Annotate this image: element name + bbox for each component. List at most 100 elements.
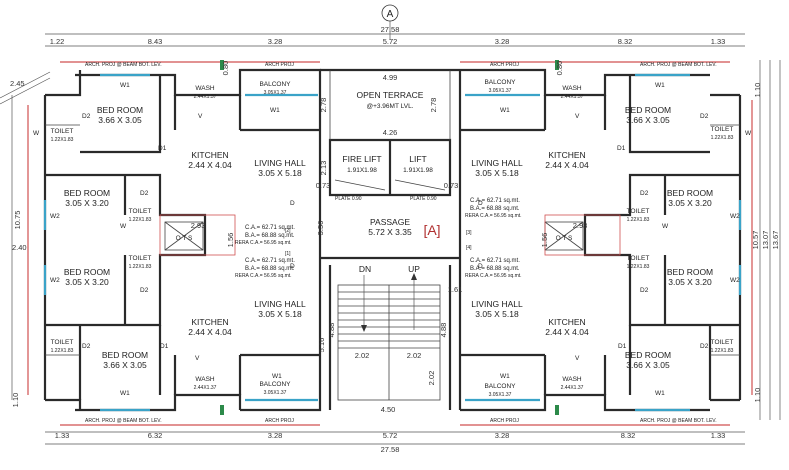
dim-label: 4.99 [383, 73, 398, 82]
plate-note: ARCH PROJ [490, 62, 519, 68]
room-label: BALCONY [259, 81, 291, 88]
window-tag: W1 [272, 373, 282, 380]
dim-label: 0.80 [555, 61, 564, 76]
window-tag: W1 [270, 107, 280, 114]
room-label: LIVING HALL [254, 158, 306, 168]
room-label: TOILET [711, 126, 734, 133]
windows [43, 73, 742, 412]
area-rera: RERA C.A.= 56.95 sq.mt. [465, 213, 522, 219]
area-ca: C.A.= 62.71 sq.mt. [470, 258, 520, 264]
stair-down-label: DN [359, 264, 371, 274]
dim-label: 10.57 [751, 231, 760, 250]
door-tag: D1 [617, 145, 626, 152]
passage-tag: [A] [423, 222, 440, 238]
dim-label: 2.78 [319, 98, 328, 113]
room-label: TOILET [627, 208, 650, 215]
dim-label: 5.72 [383, 431, 398, 440]
door-tag: D1 [160, 343, 169, 350]
room-label: LIVING HALL [254, 299, 306, 309]
room-size: 3.05X1.37 [489, 88, 512, 94]
dim-label: 13.07 [761, 231, 770, 250]
door-tag: D2 [640, 190, 649, 197]
room-size: 3.05X1.37 [264, 390, 287, 396]
dim-label: 4.26 [383, 128, 398, 137]
room-size: 3.05 X 3.20 [668, 277, 712, 287]
plate-note: PLATE 0.90 [410, 196, 437, 202]
dim-label: 8.32 [621, 431, 636, 440]
area-ba: B.A.= 68.88 sq.mt. [245, 266, 295, 272]
dim-label: 8.32 [618, 37, 633, 46]
duct-shafts [159, 214, 621, 256]
room-size: 3.05 X 5.18 [475, 168, 519, 178]
room-label: WASH [195, 85, 215, 92]
room-label: TOILET [129, 208, 152, 215]
dim-label: 1.56 [540, 233, 549, 248]
area-block-2: C.A.= 62.71 sq.mt. B.A.= 68.88 sq.mt. RE… [235, 251, 295, 279]
room-size: 1.22X1.83 [129, 264, 152, 270]
room-size: 1.22X1.83 [711, 135, 734, 141]
window-tag: V [575, 355, 580, 362]
plate-note: ARCH PROJ [490, 418, 519, 424]
room-size: 2.44 X 4.04 [545, 327, 589, 337]
dim-label: 1.61 [448, 285, 463, 294]
dim-label: 0.73 [316, 181, 331, 190]
window-tag: V [575, 113, 580, 120]
room-label: BED ROOM [64, 267, 110, 277]
room-size: 3.05X1.37 [489, 392, 512, 398]
dim-label: 1.33 [55, 431, 70, 440]
room-size: 3.66 X 3.05 [626, 360, 670, 370]
dim-label: 4.50 [381, 405, 396, 414]
plate-note: ARCH. PROJ @ BEAM BOT. LEV. [640, 418, 717, 424]
column-marks [220, 60, 559, 415]
door-tag: D [478, 263, 483, 270]
door-tag: D1 [618, 343, 627, 350]
overall-dim-bottom: 27.58 [381, 445, 400, 454]
room-size: 3.05 X 3.20 [65, 198, 109, 208]
unit-tag: [1] [285, 251, 291, 257]
room-size: 2.44 X 4.04 [545, 160, 589, 170]
projection-lines [27, 61, 753, 426]
dim-label: 3.28 [268, 431, 283, 440]
door-tag: D2 [700, 343, 709, 350]
door-tag: D1 [158, 145, 167, 152]
grid-label: A [387, 9, 394, 20]
terrace-level: @+3.96MT LVL. [366, 103, 413, 110]
room-label: BALCONY [484, 79, 516, 86]
area-block-4: C.A.= 62.71 sq.mt. B.A.= 68.88 sq.mt. RE… [465, 245, 522, 279]
window-tag: W1 [655, 390, 665, 397]
room-label: KITCHEN [548, 317, 585, 327]
plate-note: ARCH PROJ [265, 418, 294, 424]
room-label: TOILET [51, 128, 74, 135]
dim-label: 2.93 [573, 221, 588, 230]
room-size: 3.05 X 5.18 [258, 168, 302, 178]
area-ba: B.A.= 68.88 sq.mt. [470, 266, 520, 272]
room-size: 3.66 X 3.05 [98, 115, 142, 125]
room-label: KITCHEN [191, 317, 228, 327]
dim-label: 6.32 [148, 431, 163, 440]
area-rera: RERA C.A.= 56.95 sq.mt. [235, 240, 292, 246]
room-size: 1.22X1.83 [627, 217, 650, 223]
room-size: 2.44 X 4.04 [188, 160, 232, 170]
core-walls [320, 70, 460, 410]
room-label: KITCHEN [548, 150, 585, 160]
door-tag: D2 [82, 113, 91, 120]
unit-tag: [3] [466, 230, 472, 236]
room-label: WASH [195, 376, 215, 383]
dim-label: 4.88 [439, 323, 448, 338]
area-block-3: C.A.= 62.71 sq.mt. B.A.= 68.88 sq.mt. RE… [465, 198, 522, 236]
room-label: BALCONY [484, 383, 516, 390]
room-size: 3.05 X 3.20 [668, 198, 712, 208]
area-ca: C.A.= 62.71 sq.mt. [470, 198, 520, 204]
window-tag: W1 [120, 390, 130, 397]
room-size: 1.22X1.83 [627, 264, 650, 270]
room-label: WASH [562, 376, 582, 383]
room-label: TOILET [51, 339, 74, 346]
window-tag: W2 [50, 277, 60, 284]
room-size: 1.91X1.98 [403, 167, 433, 174]
dim-label: 1.10 [753, 83, 762, 98]
vent-tag: W [662, 223, 669, 230]
dim-label: 1.10 [11, 393, 20, 408]
dim-label: 2.13 [319, 161, 328, 176]
dim-label: 1.56 [226, 233, 235, 248]
